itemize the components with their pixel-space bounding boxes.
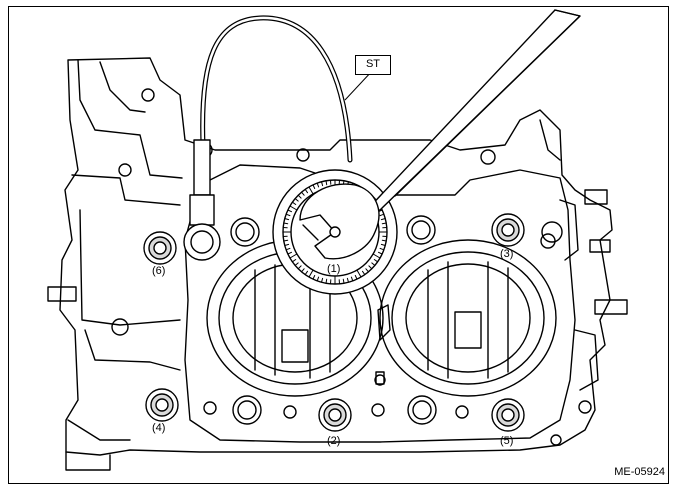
right-cylinder-bore [379, 239, 557, 397]
bolt-3 [491, 213, 525, 247]
special-tool-label: ST [355, 55, 391, 75]
bolt-4 [145, 388, 179, 422]
bolt-label-1: (1) [327, 263, 341, 275]
bolt-5 [491, 398, 525, 432]
bolt-label-5: (5) [500, 435, 514, 447]
bolt-label-4: (4) [152, 422, 166, 434]
engine-block-outline [59, 57, 613, 456]
wrench [364, 9, 581, 213]
bolt-label-2: (2) [327, 435, 341, 447]
figure-code: ME-05924 [614, 466, 665, 478]
gauge-cable [200, 15, 353, 163]
bolt-6 [143, 231, 177, 265]
gauge-arm [193, 139, 211, 196]
left-cylinder-bore [206, 239, 384, 397]
bolt-2 [318, 398, 352, 432]
bolt-label-6: (6) [152, 265, 166, 277]
figure-frame [8, 6, 669, 484]
bolt-label-3: (3) [500, 248, 514, 260]
